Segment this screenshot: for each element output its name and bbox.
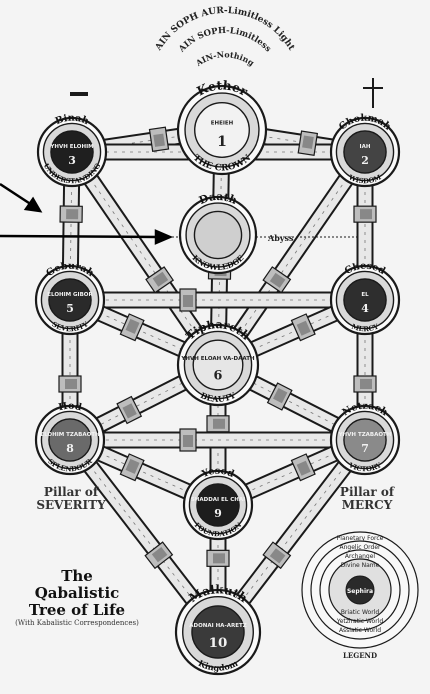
sephira-number: 8	[66, 442, 74, 455]
title-line-2: Qabalistic	[12, 585, 142, 602]
tarot-card	[207, 550, 229, 566]
sephira-divine-name: YHVH TZABAOTH	[338, 432, 392, 438]
tarot-card	[60, 206, 82, 222]
legend-ring-label: Planetary Force	[337, 535, 384, 542]
arrow-upper	[0, 184, 40, 211]
sephira-divine-name: EL	[361, 292, 369, 298]
sephira-divine-name: SHADDAI EL CHAI	[191, 497, 245, 503]
arrow-lower	[0, 231, 170, 243]
sephira-divine-name: YHVH ELOAH VA-DAATH	[180, 356, 255, 362]
abyss-label: Abyss	[267, 233, 294, 243]
sephira-divine-name: YHVH ELOHIM	[49, 144, 93, 150]
sephira-number: 5	[66, 302, 74, 315]
legend-ring-label: Archangel	[345, 553, 376, 560]
pillar-severity-line2: SEVERITY	[26, 499, 116, 512]
title-line-1: The	[12, 568, 142, 585]
sephira-core	[194, 211, 241, 258]
tarot-card	[298, 131, 317, 155]
tarot-card	[59, 376, 81, 392]
pillar-of-mercy: Pillar of MERCY	[322, 486, 412, 512]
title-line-3: Tree of Life	[12, 602, 142, 619]
tarot-card	[180, 429, 196, 451]
sephira-number: 9	[214, 507, 222, 520]
sephira-divine-name: IAH	[360, 144, 371, 150]
header-line-3: AIN-Nothing	[193, 49, 256, 68]
sephira-number: 10	[209, 635, 228, 651]
legend-center-label: Sephira	[347, 588, 373, 595]
sephira-tiphareth: TipharethBEAUTYYHVH ELOAH VA-DAATH6	[178, 317, 258, 405]
sephira-number: 2	[361, 154, 369, 167]
sephira-number: 4	[361, 302, 369, 315]
pillar-mercy-line2: MERCY	[322, 499, 412, 512]
sephira-number: 7	[361, 442, 369, 455]
legend-ring-label: Yetziratic World	[336, 618, 383, 625]
sephira-name: Hod	[57, 401, 83, 414]
tarot-card	[354, 206, 376, 222]
legend-ring-label: Briatic World	[341, 609, 380, 616]
pillar-of-severity: Pillar of SEVERITY	[26, 486, 116, 512]
minus-symbol	[70, 92, 88, 96]
title-subtitle: (With Kabalistic Correspondences)	[12, 619, 142, 627]
legend-label: LEGEND	[343, 651, 377, 660]
legend-ring-label: Divine Name	[341, 562, 380, 569]
sephira-number: 1	[217, 134, 227, 150]
legend-ring-label: Angelic Order	[340, 544, 382, 551]
tarot-card	[207, 416, 229, 432]
sephira-divine-name: ADONAI HA-ARETZ	[189, 623, 246, 629]
sephira-divine-name: ELOHIM TZABAOTH	[40, 432, 100, 438]
diagram-title: The Qabalistic Tree of Life (With Kabali…	[12, 568, 142, 627]
tarot-card	[354, 376, 376, 392]
sephira-divine-name: EHEIEH	[211, 121, 234, 127]
cross-symbol	[363, 78, 383, 108]
sephira-divine-name: ELOHIM GIBOR	[47, 292, 93, 298]
sephira-chesed: ChesedMERCYEL4	[331, 261, 399, 334]
legend-ring-label: Assiatic World	[339, 627, 381, 634]
sephira-number: 3	[68, 154, 76, 167]
tarot-card	[180, 289, 196, 311]
tarot-card	[149, 127, 168, 151]
sephira-number: 6	[214, 368, 223, 383]
